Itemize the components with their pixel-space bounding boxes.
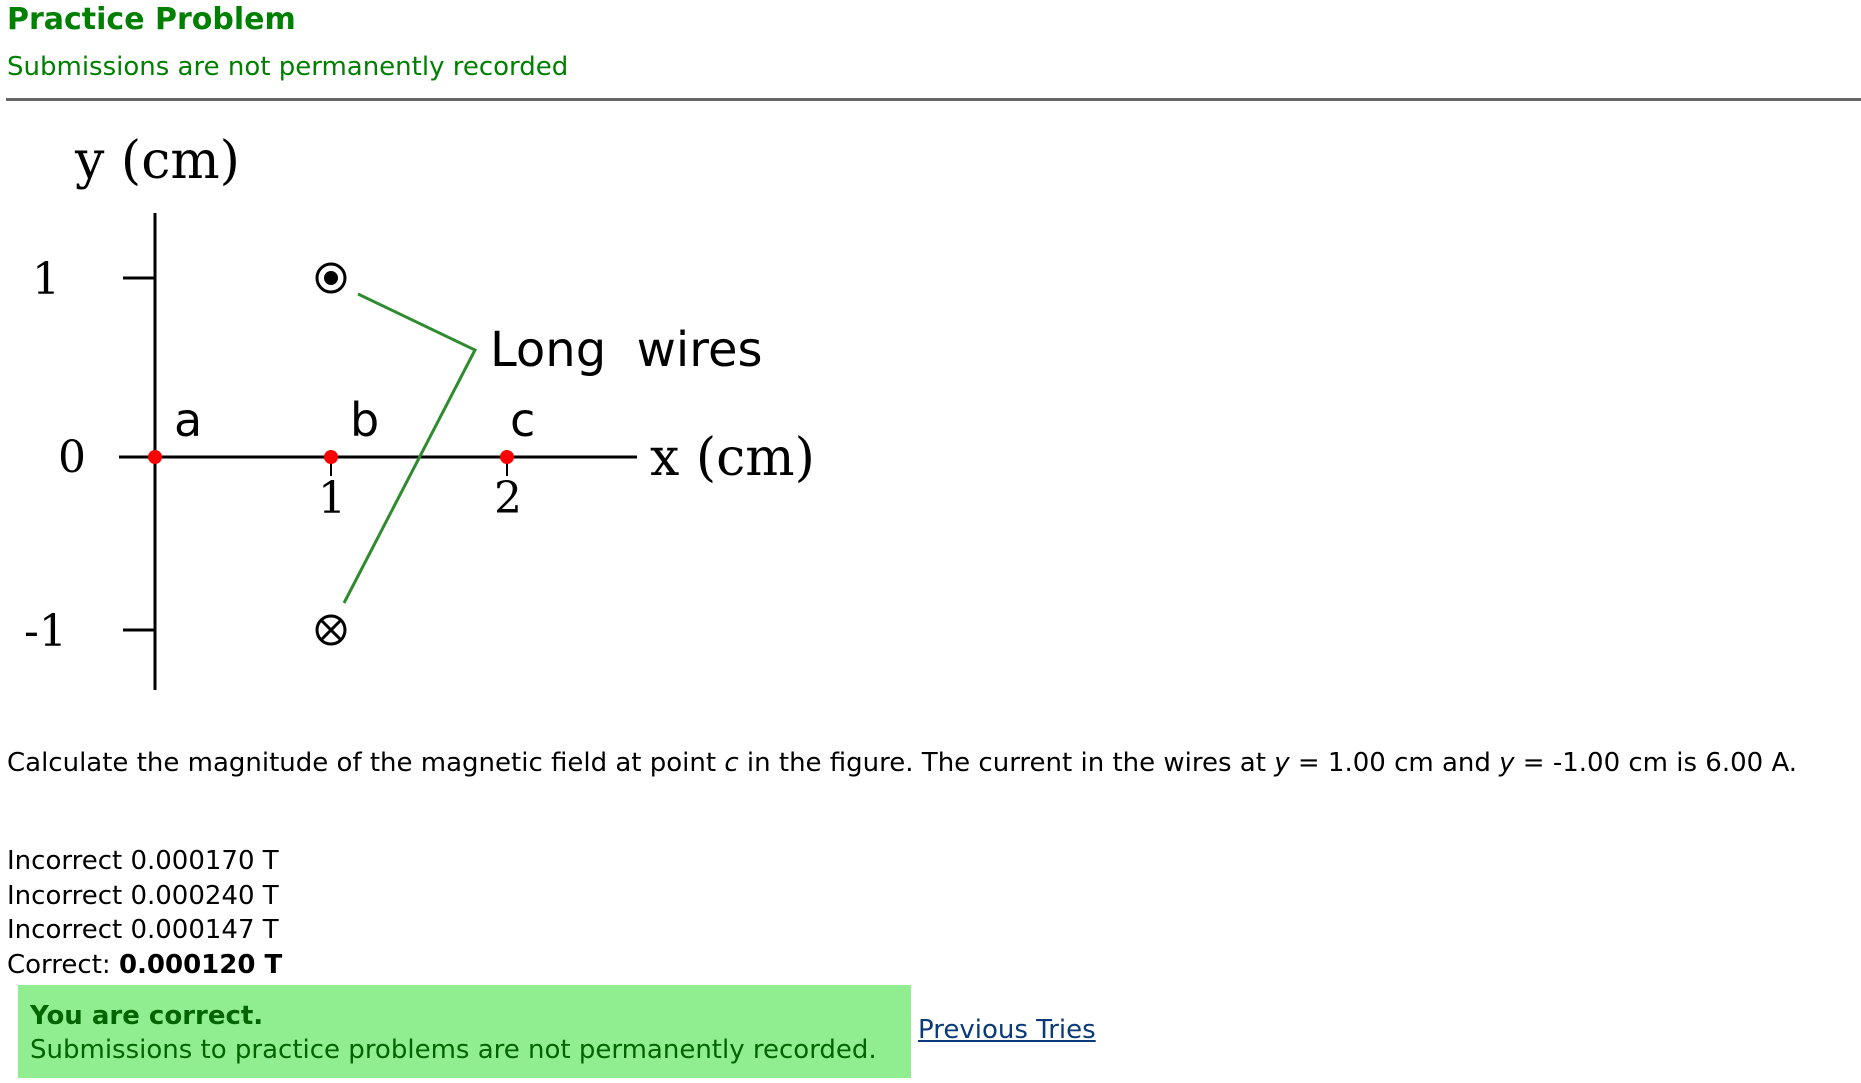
point-b-marker — [324, 450, 338, 464]
y-axis-label: y (cm) — [74, 131, 240, 191]
question-part: in the figure. The current in the wires … — [738, 748, 1275, 778]
attempt-value: 0.000170 T — [130, 846, 279, 876]
current-into-page-icon — [315, 614, 347, 646]
x-axis-label: x (cm) — [650, 428, 815, 488]
y-tick-label: -1 — [24, 606, 67, 657]
attempt-list: Incorrect 0.000170 T Incorrect 0.000240 … — [7, 844, 282, 982]
attempt-status: Incorrect — [7, 915, 123, 945]
current-out-of-page-icon — [315, 262, 347, 294]
point-label-b: b — [350, 393, 379, 447]
attempt-row: Incorrect 0.000170 T — [7, 844, 282, 879]
feedback-message: Submissions to practice problems are not… — [30, 1035, 877, 1065]
question-var: y — [1499, 748, 1515, 778]
x-tick-label: 2 — [494, 473, 522, 524]
correct-label: Correct: — [7, 949, 111, 980]
question-point: c — [724, 748, 739, 778]
point-a-marker — [148, 450, 162, 464]
problem-figure: y (cm) 1 0 -1 1 2 x (cm) a b c Long wire… — [24, 131, 815, 690]
wire-leader-lines — [342, 292, 478, 604]
divider — [6, 98, 1861, 101]
correct-row: Correct: 0.000120 T — [7, 948, 282, 983]
attempt-row: Incorrect 0.000147 T — [7, 913, 282, 948]
point-label-a: a — [174, 393, 202, 447]
question-part: = 1.00 cm and — [1289, 748, 1500, 778]
feedback-box: You are correct. Submissions to practice… — [18, 985, 911, 1078]
x-tick-label: 1 — [318, 473, 346, 524]
page-title: Practice Problem — [7, 2, 296, 37]
point-c-marker — [500, 450, 514, 464]
feedback-heading: You are correct. — [30, 1001, 264, 1031]
page-subtitle: Submissions are not permanently recorded — [7, 52, 569, 82]
question-part: Calculate the magnitude of the magnetic … — [7, 748, 725, 778]
y-tick-label: 1 — [32, 254, 60, 305]
attempt-status: Incorrect — [7, 880, 123, 911]
correct-value: 0.000120 T — [118, 949, 283, 980]
attempt-value: 0.000240 T — [130, 880, 279, 911]
y-tick-label: 0 — [58, 432, 86, 483]
attempt-value: 0.000147 T — [130, 915, 279, 945]
question-text: Calculate the magnitude of the magnetic … — [7, 748, 1797, 778]
point-label-c: c — [510, 393, 535, 447]
attempt-status: Incorrect — [7, 846, 123, 876]
previous-tries-link[interactable]: Previous Tries — [918, 1015, 1096, 1045]
attempt-row: Incorrect 0.000240 T — [7, 879, 282, 914]
question-var: y — [1274, 748, 1290, 778]
question-part: = -1.00 cm is 6.00 A. — [1514, 748, 1798, 778]
wire-label: Long wires — [490, 322, 762, 378]
